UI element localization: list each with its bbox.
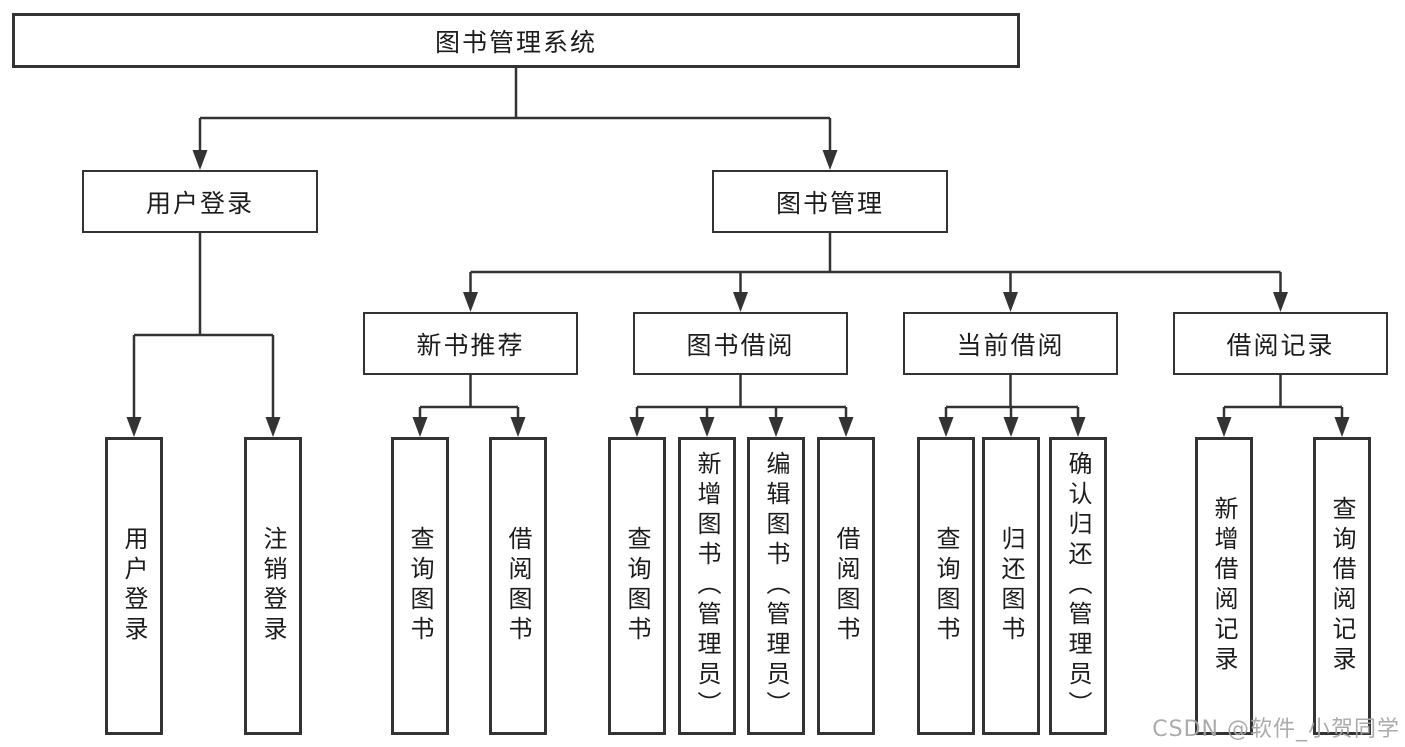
- leaf-recommend-query-book-label: 查询图书: [406, 526, 434, 646]
- leaf-current-query-book-label: 查询图书: [932, 526, 960, 646]
- node-book-borrowing: 图书借阅: [633, 312, 848, 375]
- leaf-borrow-book: 借阅图书: [817, 437, 875, 735]
- leaf-query-borrow-record-label: 查询借阅记录: [1328, 496, 1356, 676]
- leaf-edit-book-admin: 编辑图书（管理员）: [747, 437, 805, 735]
- leaf-logout-label: 注销登录: [259, 526, 287, 646]
- node-current-borrowing-label: 当前借阅: [956, 330, 1065, 360]
- node-library-system: 图书管理系统: [12, 13, 1020, 68]
- leaf-edit-book-admin-label: 编辑图书（管理员）: [762, 451, 790, 721]
- node-book-management-label: 图书管理: [775, 188, 884, 218]
- node-user-login: 用户登录: [82, 170, 318, 233]
- watermark: CSDN @软件_小贺同学: [1152, 717, 1400, 742]
- leaf-confirm-return-admin-label: 确认归还（管理员）: [1064, 451, 1092, 721]
- leaf-user-login-label: 用户登录: [120, 526, 148, 646]
- node-user-login-label: 用户登录: [145, 188, 254, 218]
- leaf-confirm-return-admin: 确认归还（管理员）: [1049, 437, 1107, 735]
- leaf-query-borrow-record: 查询借阅记录: [1313, 437, 1371, 735]
- leaf-recommend-borrow-book-label: 借阅图书: [504, 526, 532, 646]
- node-new-book-recommendation: 新书推荐: [363, 312, 578, 375]
- leaf-user-login: 用户登录: [105, 437, 163, 735]
- leaf-add-book-admin-label: 新增图书（管理员）: [693, 451, 721, 721]
- leaf-return-book: 归还图书: [982, 437, 1040, 735]
- leaf-borrow-book-label: 借阅图书: [832, 526, 860, 646]
- node-library-system-label: 图书管理系统: [434, 27, 597, 57]
- leaf-borrowing-query-book: 查询图书: [608, 437, 666, 735]
- node-book-management: 图书管理: [712, 170, 948, 233]
- leaf-recommend-borrow-book: 借阅图书: [489, 437, 547, 735]
- leaf-borrowing-query-book-label: 查询图书: [623, 526, 651, 646]
- node-borrowing-records: 借阅记录: [1173, 312, 1388, 375]
- leaf-add-borrow-record-label: 新增借阅记录: [1210, 496, 1238, 676]
- node-current-borrowing: 当前借阅: [903, 312, 1118, 375]
- leaf-add-borrow-record: 新增借阅记录: [1195, 437, 1253, 735]
- leaf-recommend-query-book: 查询图书: [391, 437, 449, 735]
- node-borrowing-records-label: 借阅记录: [1226, 330, 1335, 360]
- leaf-logout: 注销登录: [244, 437, 302, 735]
- node-book-borrowing-label: 图书借阅: [686, 330, 795, 360]
- leaf-add-book-admin: 新增图书（管理员）: [678, 437, 736, 735]
- node-new-book-recommendation-label: 新书推荐: [416, 330, 525, 360]
- leaf-current-query-book: 查询图书: [917, 437, 975, 735]
- leaf-return-book-label: 归还图书: [997, 526, 1025, 646]
